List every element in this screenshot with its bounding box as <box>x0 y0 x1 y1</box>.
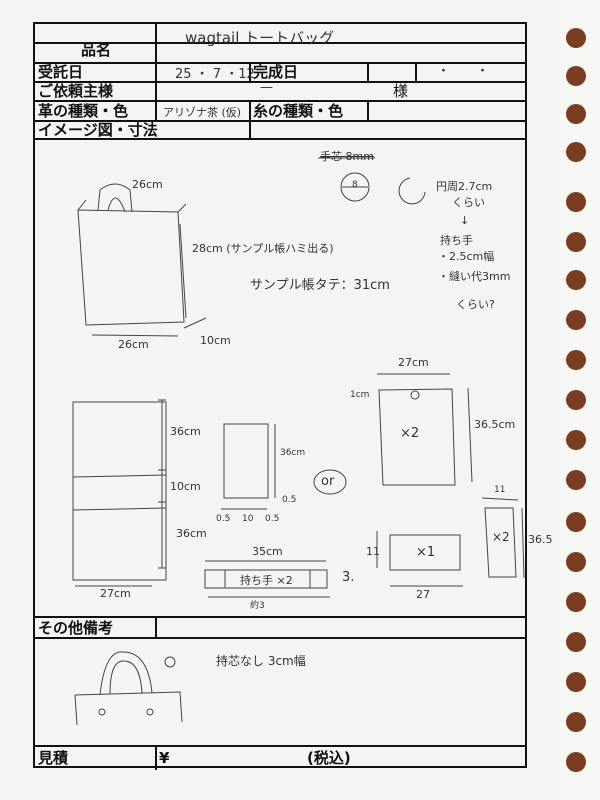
strap-width: 35cm <box>252 545 283 558</box>
completed-date-value[interactable]: ・ ・ <box>437 64 490 79</box>
handle-note-2: ・2.5cm幅 <box>438 250 495 263</box>
panel-4 <box>376 531 463 587</box>
top-width: 26cm <box>132 178 163 191</box>
approx-note: くらい <box>452 196 485 209</box>
bottom-width: 26cm <box>118 338 149 351</box>
handle-note-4: くらい? <box>456 298 495 311</box>
panel-3 <box>377 373 473 486</box>
strike-note: 手芯 8mm <box>320 150 374 163</box>
client-label: ご依頼主様 <box>38 82 114 100</box>
height-note: 28cm (サンプル帳ハミ出る) <box>192 242 334 255</box>
paper-sheet <box>0 0 560 800</box>
notes-text: 持芯なし 3cm幅 <box>216 654 306 668</box>
tax-included-label: (税込) <box>307 749 351 767</box>
estimate-label: 見積 <box>38 749 69 767</box>
handle-circle-sketch <box>318 157 426 205</box>
panel-5 <box>481 497 525 579</box>
image-label: イメージ図・寸法 <box>38 121 158 139</box>
panel1-mid: 10cm <box>170 480 201 493</box>
panel4-width: 27 <box>416 588 430 601</box>
notes-label: その他備考 <box>38 619 114 637</box>
panel1-top: 36cm <box>170 425 201 438</box>
item-name-label: 品名 <box>81 41 112 59</box>
panel-1 <box>72 399 167 587</box>
panel5-count: ×2 <box>492 530 510 544</box>
or-text: or <box>321 474 335 489</box>
leather-value[interactable]: アリゾナ茶 (仮) <box>163 106 242 119</box>
circle-diameter: 8 <box>352 180 358 190</box>
received-date-value[interactable]: 25 ・ 7 ・12 <box>175 67 255 82</box>
panel4-height: 11 <box>366 545 380 558</box>
panel3-width: 27cm <box>398 356 429 369</box>
strap-sketch <box>204 560 330 598</box>
completed-date-label: 完成日 <box>253 63 299 81</box>
panel2-height: 36cm <box>280 448 306 458</box>
thread-label: 糸の種類・色 <box>253 102 344 120</box>
strap-label: 持ち手 ×2 <box>240 574 293 587</box>
panel4-count: ×1 <box>416 545 436 560</box>
arrow-down: ↓ <box>460 214 470 227</box>
panel2-bottom: 0.5 <box>282 495 297 505</box>
panel3-margin: 1cm <box>350 390 370 400</box>
client-name-value[interactable]: — <box>260 80 273 95</box>
received-date-label: 受託日 <box>38 63 84 81</box>
notes-bag-sketch <box>74 651 183 726</box>
order-form: 品名 wagtail トートバッグ 受託日 25 ・ 7 ・12 完成日 ・ ・… <box>33 22 527 770</box>
panel2-left: 0.5 <box>216 514 231 524</box>
strap-height: 3. <box>342 570 355 585</box>
handle-note-3: ・縫い代3mm <box>438 270 511 283</box>
yen-sign: ¥ <box>159 749 170 767</box>
panel5-width: 11 <box>494 485 506 495</box>
depth: 10cm <box>200 334 231 347</box>
sample-height-note: サンプル帳タテ：31cm <box>250 278 390 293</box>
strap-sub: 約3 <box>250 601 265 611</box>
handle-note-1: 持ち手 <box>440 234 473 247</box>
circumference-note: 円周2.7cm <box>436 180 493 193</box>
item-name-value[interactable]: wagtail トートバッグ <box>185 29 335 47</box>
panel2-mid: 10 <box>242 514 254 524</box>
panel1-width: 27cm <box>100 587 131 600</box>
panel3-height: 36.5cm <box>474 418 516 431</box>
panel3-count: ×2 <box>400 426 420 441</box>
or-circle <box>313 469 347 495</box>
tote-bag-sketch <box>77 183 207 337</box>
panel1-bottom: 36cm <box>176 527 207 540</box>
panel5-height: 36.5 <box>528 533 553 546</box>
client-suffix: 様 <box>393 82 409 100</box>
panel-2 <box>221 423 276 510</box>
panel2-right: 0.5 <box>265 514 280 524</box>
leather-label: 革の種類・色 <box>38 102 129 120</box>
